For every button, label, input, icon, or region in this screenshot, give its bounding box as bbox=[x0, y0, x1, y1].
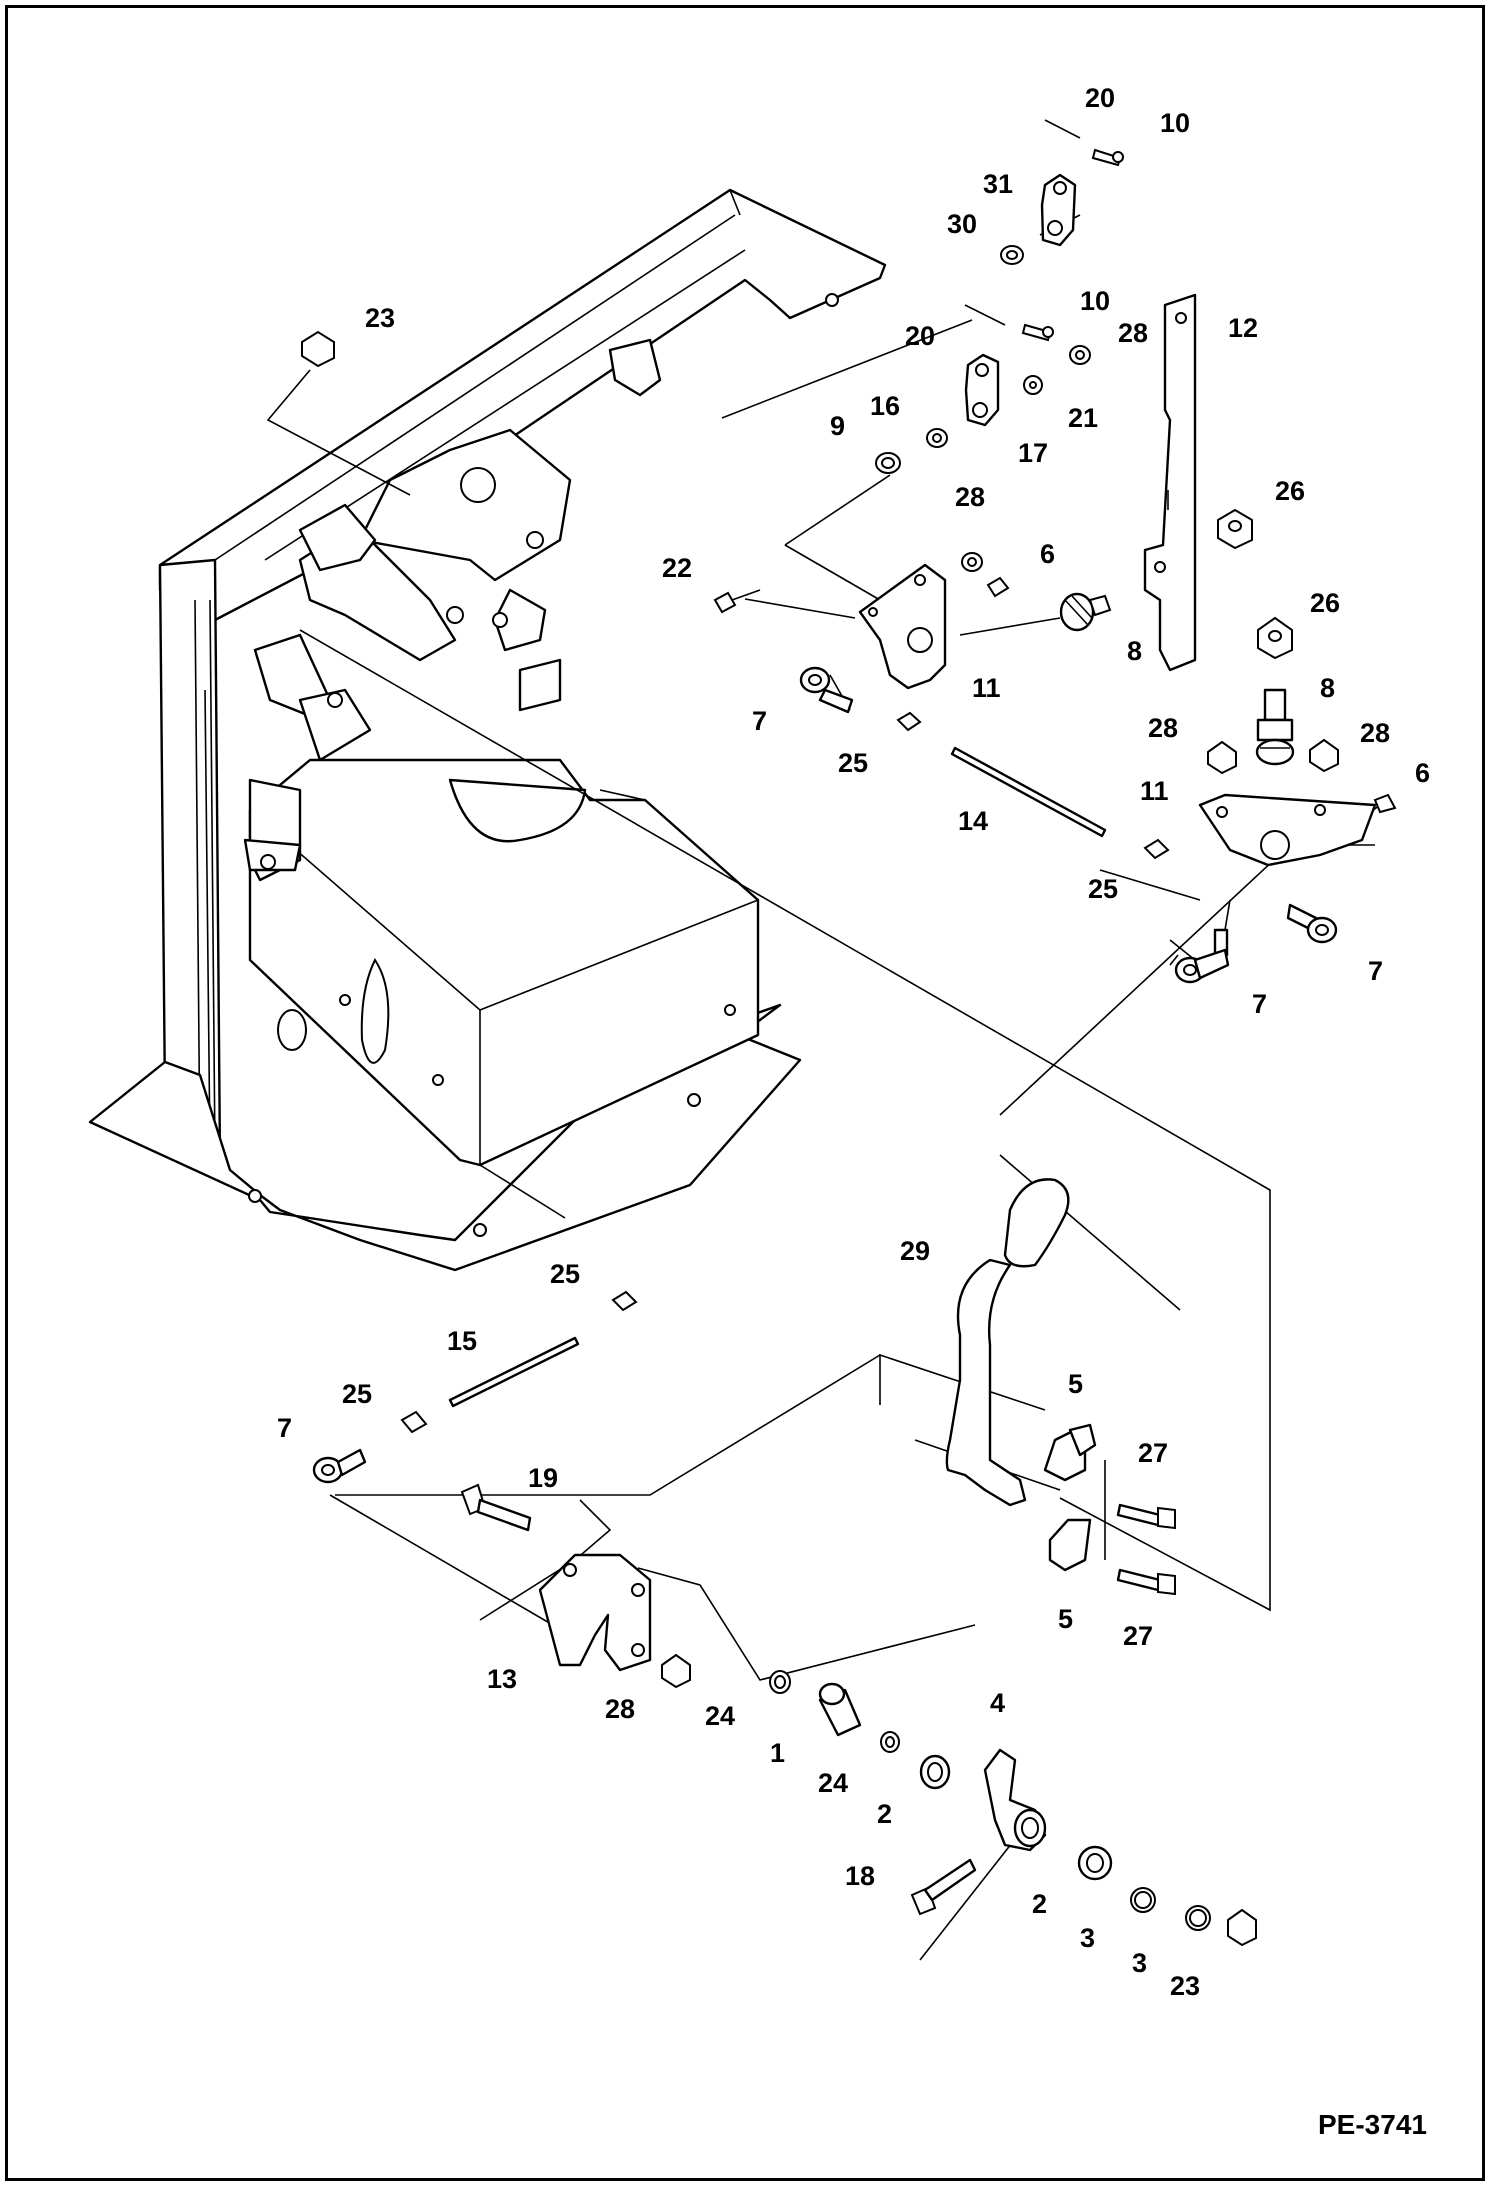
callout-29: 29 bbox=[900, 1236, 930, 1266]
callout-23-bottom: 23 bbox=[1170, 1971, 1200, 2001]
callout-10-upper: 10 bbox=[1160, 108, 1190, 138]
callout-25-lower-upper: 25 bbox=[550, 1259, 580, 1289]
callout-18: 18 bbox=[845, 1861, 875, 1891]
callout-2-lower: 2 bbox=[1032, 1889, 1047, 1919]
callout-13: 13 bbox=[487, 1664, 517, 1694]
callout-17: 17 bbox=[1018, 438, 1048, 468]
callout-5-upper: 5 bbox=[1068, 1369, 1083, 1399]
callout-28-middle: 28 bbox=[955, 482, 985, 512]
callout-14: 14 bbox=[958, 806, 988, 836]
callout-9: 9 bbox=[830, 411, 845, 441]
callout-7-lower-right: 7 bbox=[1252, 989, 1267, 1019]
callout-4: 4 bbox=[990, 1688, 1005, 1718]
callout-3-left: 3 bbox=[1080, 1923, 1095, 1953]
callout-28-right: 28 bbox=[1360, 718, 1390, 748]
assembly-lines bbox=[266, 214, 1381, 1961]
frame-assembly bbox=[88, 188, 887, 1272]
callout-30: 30 bbox=[947, 209, 977, 239]
callout-27-lower: 27 bbox=[1123, 1621, 1153, 1651]
callout-16: 16 bbox=[870, 391, 900, 421]
callout-20-upper: 20 bbox=[1085, 83, 1115, 113]
callout-1: 1 bbox=[770, 1738, 785, 1768]
callout-11-right: 11 bbox=[1140, 776, 1169, 806]
callout-7-upper: 7 bbox=[752, 706, 767, 736]
callout-6-right: 6 bbox=[1415, 758, 1430, 788]
callout-12: 12 bbox=[1228, 313, 1258, 343]
callout-15: 15 bbox=[447, 1326, 477, 1356]
drawing-code: PE-3741 bbox=[1318, 2109, 1427, 2140]
callout-25-lower-left: 25 bbox=[342, 1379, 372, 1409]
callout-6-upper: 6 bbox=[1040, 539, 1055, 569]
callout-28-upper: 28 bbox=[1118, 318, 1148, 348]
upper-hardware bbox=[713, 119, 1397, 984]
callout-11-upper: 11 bbox=[972, 673, 1001, 703]
callout-21: 21 bbox=[1068, 403, 1098, 433]
drawing-border bbox=[5, 5, 1485, 2181]
callout-24-upper: 24 bbox=[705, 1701, 735, 1731]
lower-lever-assembly bbox=[301, 330, 1257, 1947]
callout-28-left: 28 bbox=[1148, 713, 1178, 743]
callout-7-right: 7 bbox=[1368, 956, 1383, 986]
callout-25-upper: 25 bbox=[838, 748, 868, 778]
callout-20-lower: 20 bbox=[905, 321, 935, 351]
callout-23-top: 23 bbox=[365, 303, 395, 333]
callout-3-right: 3 bbox=[1132, 1948, 1147, 1978]
callout-28-lower: 28 bbox=[605, 1694, 635, 1724]
callout-8-upper: 8 bbox=[1127, 636, 1142, 666]
callout-26-right: 26 bbox=[1310, 588, 1340, 618]
callout-10-lower: 10 bbox=[1080, 286, 1110, 316]
callout-labels: 20 10 31 30 23 10 20 28 12 16 9 21 17 26… bbox=[277, 83, 1430, 2140]
callout-27-upper: 27 bbox=[1138, 1438, 1168, 1468]
callout-2-upper: 2 bbox=[877, 1799, 892, 1829]
callout-19: 19 bbox=[528, 1463, 558, 1493]
callout-31: 31 bbox=[983, 169, 1013, 199]
callout-5-lower: 5 bbox=[1058, 1604, 1073, 1634]
callout-24-lower: 24 bbox=[818, 1768, 848, 1798]
callout-7-lower-left: 7 bbox=[277, 1413, 292, 1443]
callout-25-middle: 25 bbox=[1088, 874, 1118, 904]
callout-8-right: 8 bbox=[1320, 673, 1335, 703]
callout-22: 22 bbox=[662, 553, 692, 583]
callout-26-upper: 26 bbox=[1275, 476, 1305, 506]
